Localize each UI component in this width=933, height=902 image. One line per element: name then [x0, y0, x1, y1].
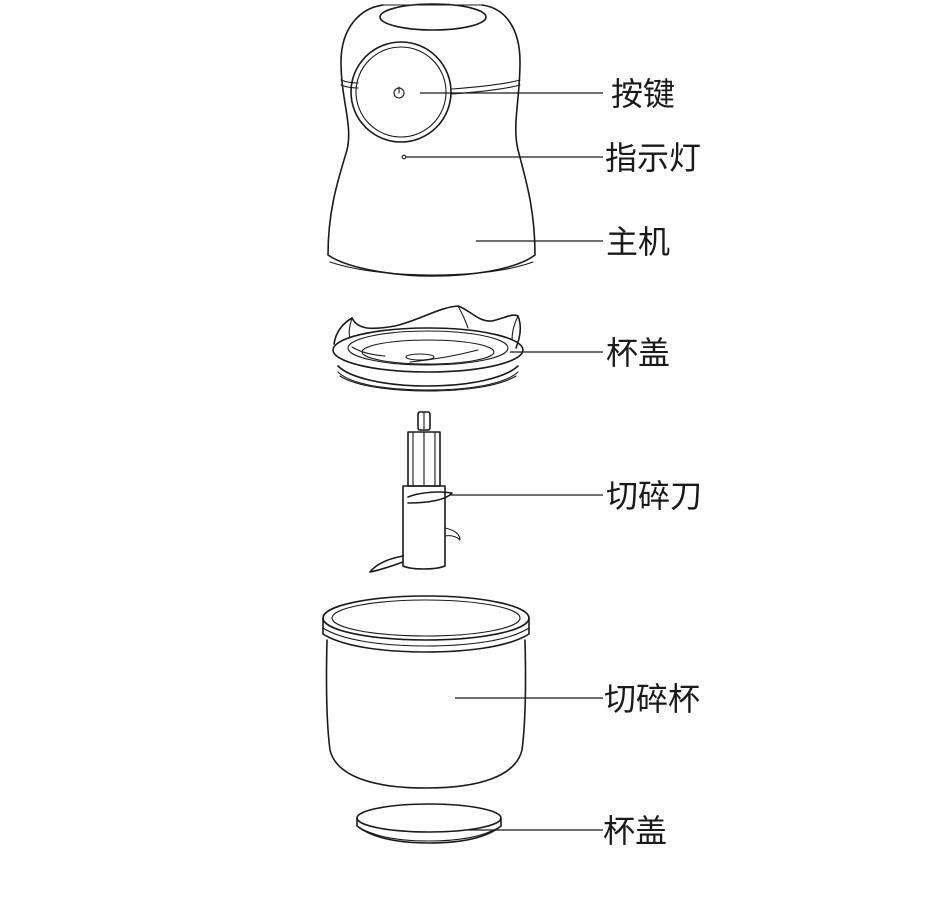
label-button: 按键	[611, 75, 675, 113]
indicator-light	[401, 154, 407, 160]
cup-lid-top	[332, 305, 524, 392]
label-indicator: 指示灯	[605, 139, 701, 177]
chopping-blade	[369, 411, 461, 573]
power-button	[350, 41, 452, 143]
label-cup-lid-bottom: 杯盖	[603, 812, 667, 850]
label-cup-lid-top: 杯盖	[606, 334, 670, 372]
chopping-cup	[322, 595, 530, 789]
main-unit	[327, 3, 536, 277]
label-cup: 切碎杯	[604, 680, 700, 718]
cup-lid-bottom	[356, 803, 502, 844]
label-blade: 切碎刀	[606, 477, 702, 515]
label-main-unit: 主机	[606, 223, 670, 261]
